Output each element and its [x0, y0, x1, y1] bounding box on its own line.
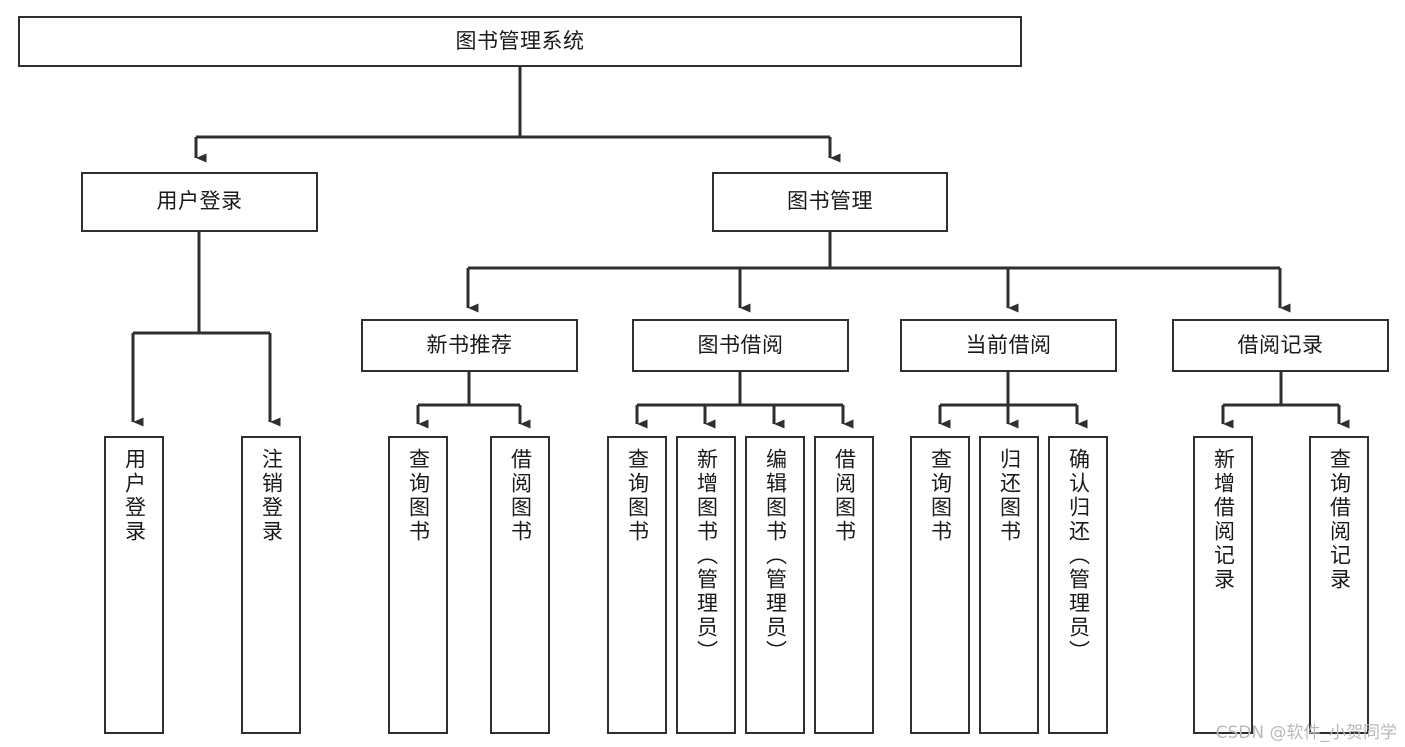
leaf-confirm-return-label: 确认归还（管理员） [1066, 448, 1091, 664]
node-new-book-recommend[interactable]: 新书推荐 [361, 319, 578, 372]
leaf-add-book-label: 新增图书（管理员） [694, 448, 719, 664]
leaf-return-book-label: 归还图书 [997, 448, 1022, 544]
leaf-borrow-book-1[interactable]: 借阅图书 [490, 436, 550, 734]
node-root[interactable]: 图书管理系统 [18, 16, 1022, 67]
node-book-manage-label: 图书管理 [787, 189, 873, 214]
leaf-add-book[interactable]: 新增图书（管理员） [676, 436, 736, 734]
node-current-borrow[interactable]: 当前借阅 [900, 319, 1117, 372]
node-borrow-record-label: 借阅记录 [1237, 332, 1324, 357]
leaf-query-book-1-label: 查询图书 [406, 448, 431, 544]
leaf-borrow-book-2-label: 借阅图书 [832, 448, 857, 544]
leaf-edit-book-label: 编辑图书（管理员） [763, 448, 788, 664]
leaf-logout-label: 注销登录 [259, 448, 284, 544]
leaf-edit-book[interactable]: 编辑图书（管理员） [745, 436, 805, 734]
leaf-query-book-1[interactable]: 查询图书 [388, 436, 448, 734]
node-root-label: 图书管理系统 [455, 28, 585, 53]
leaf-add-record[interactable]: 新增借阅记录 [1193, 436, 1253, 734]
leaf-borrow-book-2[interactable]: 借阅图书 [814, 436, 874, 734]
node-user-login-label: 用户登录 [156, 189, 243, 214]
leaf-return-book[interactable]: 归还图书 [979, 436, 1039, 734]
leaf-add-record-label: 新增借阅记录 [1211, 448, 1236, 592]
node-new-book-recommend-label: 新书推荐 [426, 332, 513, 357]
leaf-query-book-3[interactable]: 查询图书 [910, 436, 970, 734]
leaf-query-record[interactable]: 查询借阅记录 [1309, 436, 1369, 734]
node-book-borrow-label: 图书借阅 [697, 332, 784, 357]
leaf-user-login-label: 用户登录 [122, 448, 147, 544]
leaf-borrow-book-1-label: 借阅图书 [508, 448, 533, 544]
leaf-query-book-2-label: 查询图书 [625, 448, 650, 544]
leaf-query-book-3-label: 查询图书 [928, 448, 953, 544]
node-user-login[interactable]: 用户登录 [81, 172, 318, 232]
leaf-logout[interactable]: 注销登录 [241, 436, 301, 734]
node-current-borrow-label: 当前借阅 [965, 332, 1052, 357]
node-book-borrow[interactable]: 图书借阅 [632, 319, 849, 372]
leaf-confirm-return[interactable]: 确认归还（管理员） [1048, 436, 1108, 734]
node-borrow-record[interactable]: 借阅记录 [1172, 319, 1389, 372]
leaf-user-login[interactable]: 用户登录 [104, 436, 164, 734]
leaf-query-book-2[interactable]: 查询图书 [607, 436, 667, 734]
node-book-manage[interactable]: 图书管理 [712, 172, 948, 232]
leaf-query-record-label: 查询借阅记录 [1327, 448, 1352, 592]
